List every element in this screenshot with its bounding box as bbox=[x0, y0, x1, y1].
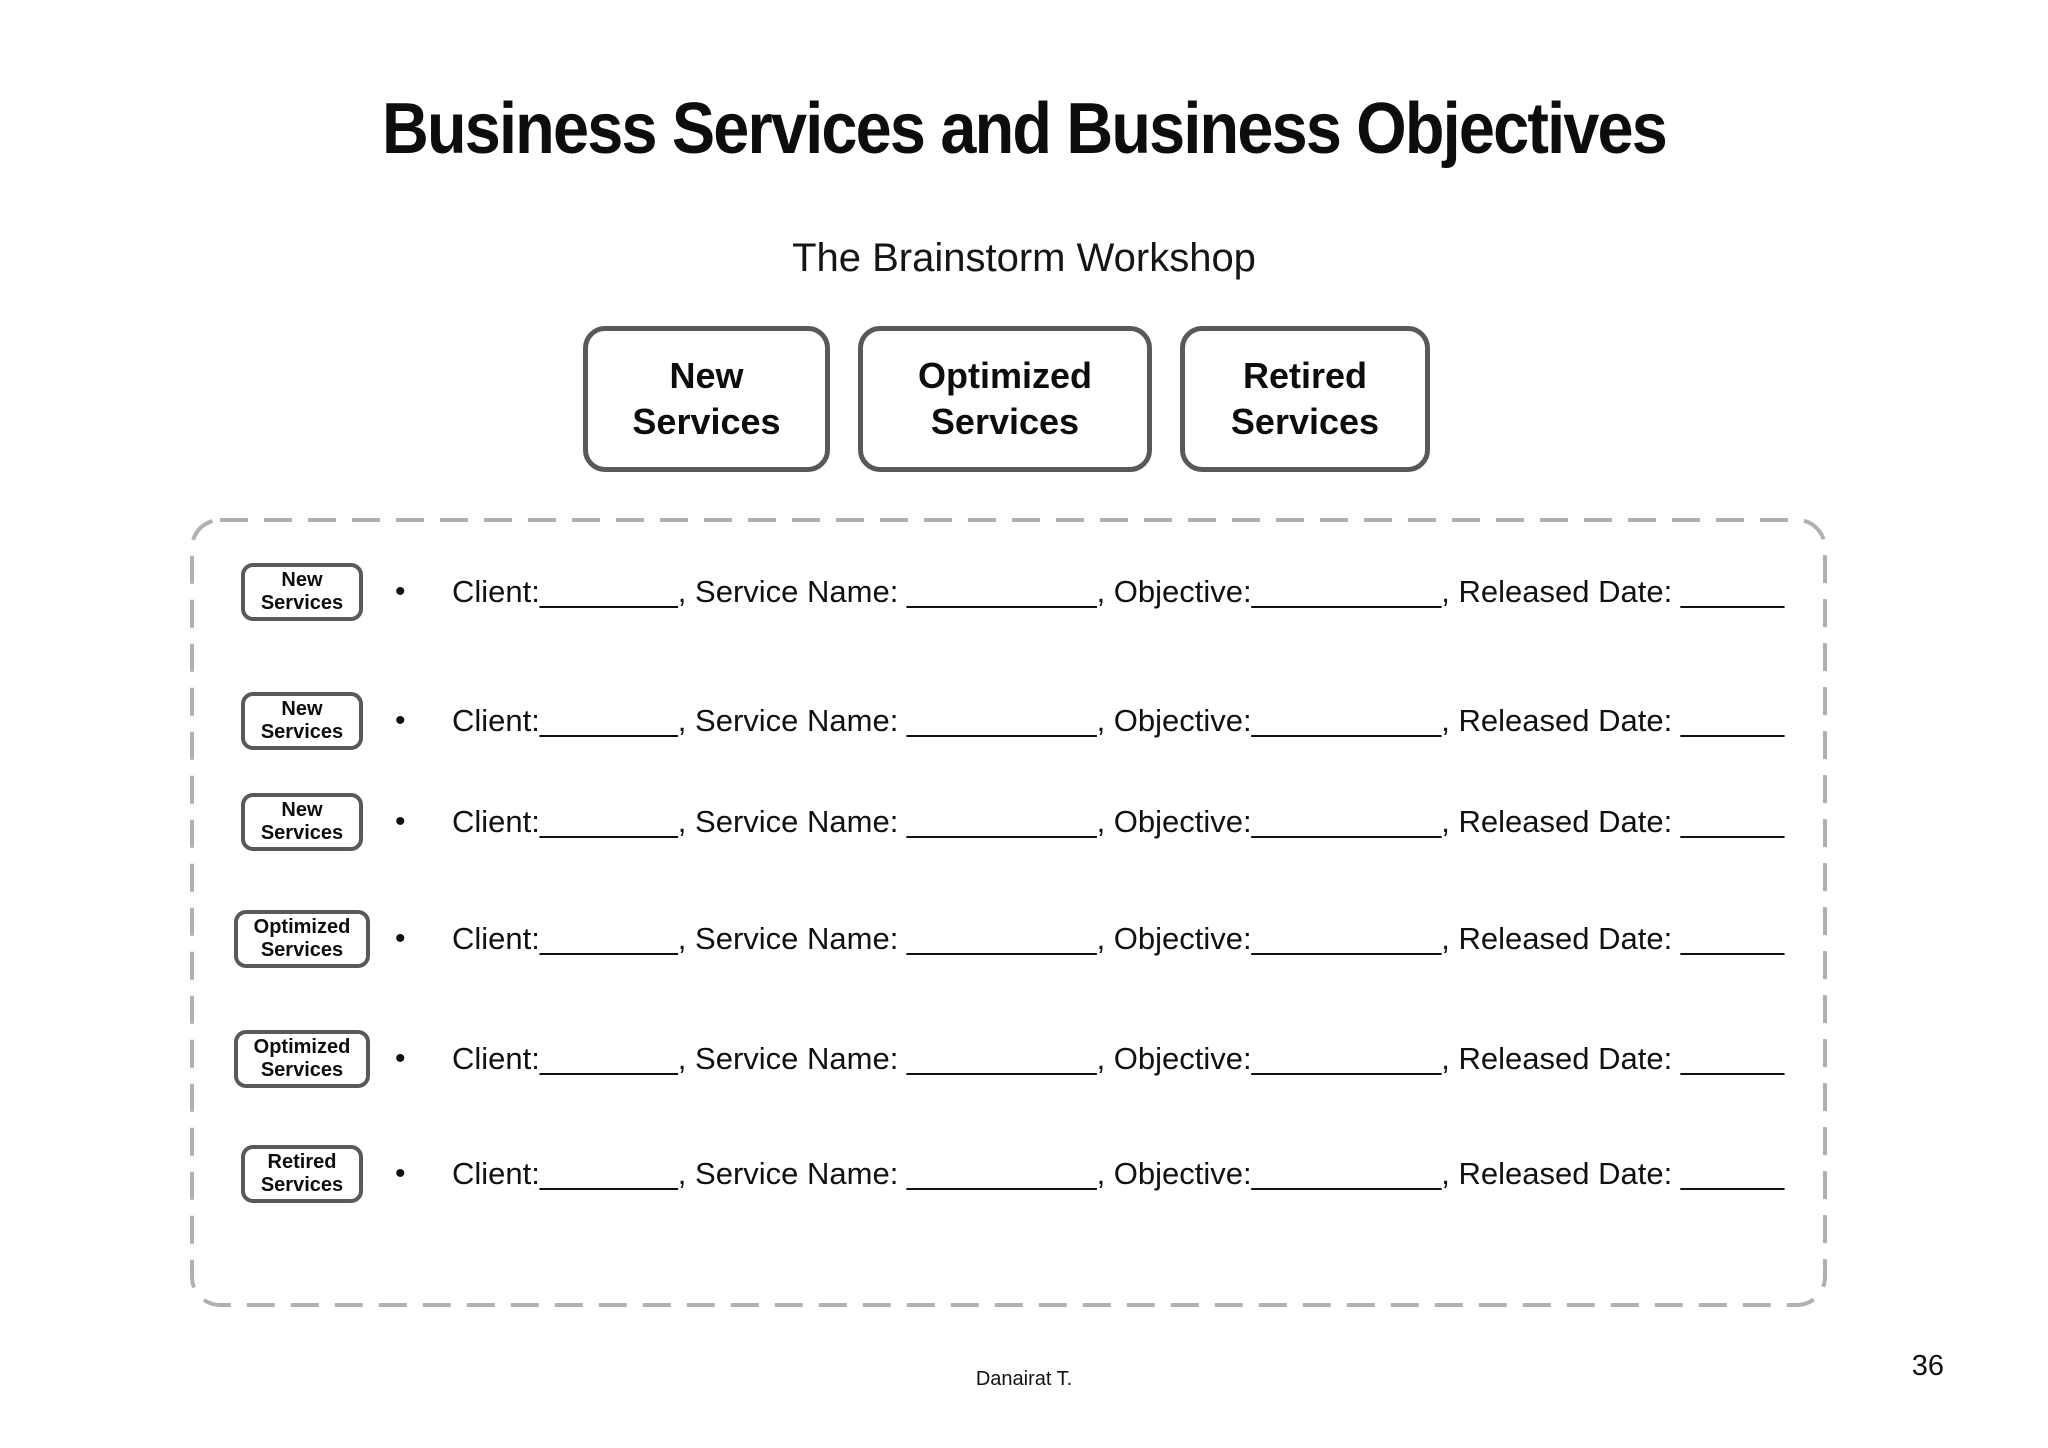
service-category-boxes: New Services Optimized Services Retired … bbox=[583, 326, 1430, 472]
legend-box-optimized-services: Optimized Services bbox=[858, 326, 1152, 472]
bullet-icon: • bbox=[395, 1157, 406, 1190]
worksheet-row: Retired Services • Client:________, Serv… bbox=[190, 1145, 1827, 1203]
bullet-icon: • bbox=[395, 1042, 406, 1075]
worksheet-row: New Services • Client:________, Service … bbox=[190, 692, 1827, 750]
row-tag-new-services: New Services bbox=[240, 563, 364, 621]
legend-box-retired-services: Retired Services bbox=[1180, 326, 1430, 472]
row-tag-new-services: New Services bbox=[240, 793, 364, 851]
page-subtitle: The Brainstorm Workshop bbox=[792, 236, 1256, 280]
page-number: 36 bbox=[1911, 1350, 1944, 1382]
row-fill-in-text: Client:________, Service Name: _________… bbox=[452, 804, 1785, 839]
brainstorm-worksheet-panel: New Services • Client:________, Service … bbox=[190, 518, 1827, 1307]
bullet-icon: • bbox=[395, 805, 406, 838]
row-tag-line: Optimized bbox=[253, 1036, 351, 1058]
row-fill-in-text: Client:________, Service Name: _________… bbox=[452, 574, 1785, 609]
row-fill-in-text: Client:________, Service Name: _________… bbox=[452, 703, 1785, 738]
bullet-icon: • bbox=[395, 575, 406, 608]
row-tag-optimized-services: Optimized Services bbox=[233, 1030, 371, 1088]
row-tag-line: Services bbox=[260, 822, 344, 844]
worksheet-row: Optimized Services • Client:________, Se… bbox=[190, 910, 1827, 968]
row-fill-in-text: Client:________, Service Name: _________… bbox=[452, 1156, 1785, 1191]
footer-author: Danairat T. bbox=[975, 1368, 1073, 1390]
row-tag-optimized-services: Optimized Services bbox=[233, 910, 371, 968]
row-tag-line: New bbox=[281, 799, 323, 821]
row-tag-line: Services bbox=[260, 721, 344, 743]
legend-box-label-line: Retired bbox=[1242, 354, 1368, 396]
row-tag-line: Services bbox=[260, 939, 344, 961]
row-tag-line: Services bbox=[260, 592, 344, 614]
row-tag-retired-services: Retired Services bbox=[240, 1145, 364, 1203]
legend-box-new-services: New Services bbox=[583, 326, 830, 472]
legend-box-label-line: Optimized bbox=[917, 354, 1092, 396]
row-tag-line: Services bbox=[260, 1059, 344, 1081]
row-tag-new-services: New Services bbox=[240, 692, 364, 750]
legend-box-label-line: Services bbox=[632, 401, 781, 442]
dashed-border bbox=[190, 518, 1827, 1307]
row-tag-line: Retired bbox=[267, 1151, 337, 1173]
row-tag-line: Services bbox=[260, 1174, 344, 1196]
page-title: Business Services and Business Objective… bbox=[381, 89, 1668, 169]
row-fill-in-text: Client:________, Service Name: _________… bbox=[452, 1041, 1785, 1076]
row-tag-line: New bbox=[281, 698, 323, 720]
legend-box-label-line: Services bbox=[1230, 401, 1380, 442]
bullet-icon: • bbox=[395, 704, 406, 737]
row-fill-in-text: Client:________, Service Name: _________… bbox=[452, 921, 1785, 956]
legend-box-label-line: Services bbox=[930, 401, 1080, 442]
worksheet-row: Optimized Services • Client:________, Se… bbox=[190, 1030, 1827, 1088]
worksheet-row: New Services • Client:________, Service … bbox=[190, 563, 1827, 621]
worksheet-row: New Services • Client:________, Service … bbox=[190, 793, 1827, 851]
legend-box-label-line: New bbox=[669, 354, 744, 396]
row-tag-line: Optimized bbox=[253, 916, 351, 938]
bullet-icon: • bbox=[395, 922, 406, 955]
row-tag-line: New bbox=[281, 569, 323, 591]
